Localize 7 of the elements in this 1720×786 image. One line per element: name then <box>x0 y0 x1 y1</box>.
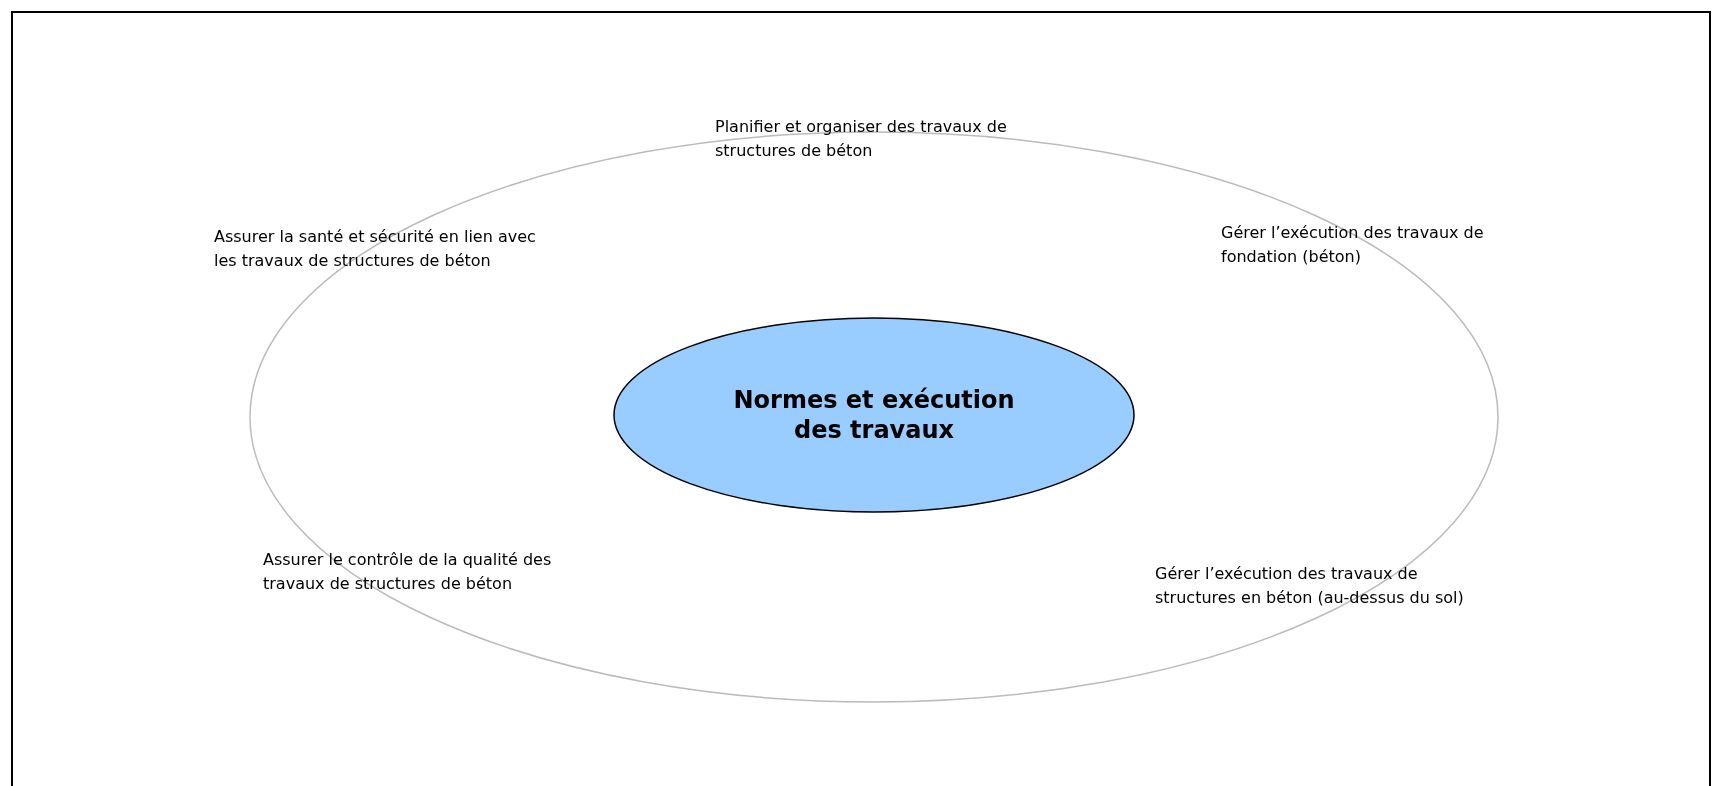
topic-text: Gérer l’exécution des travaux de fondation (béton) <box>1221 222 1485 268</box>
topic-text: Assurer le contrôle de la qualité des travaux de structures de béton <box>263 549 553 595</box>
topic-text: Gérer l’exécution des travaux de structures en béton (au-dessus du sol) <box>1155 563 1465 609</box>
node-title: Normes et exécution des travaux <box>732 385 1016 445</box>
topic-text: Assurer la santé et sécurité en lien avec les travaux de structures de béton <box>214 226 537 272</box>
ellipse-node <box>614 318 1134 512</box>
topic-text: Planifier et organiser des travaux de structures de béton <box>715 116 1008 162</box>
